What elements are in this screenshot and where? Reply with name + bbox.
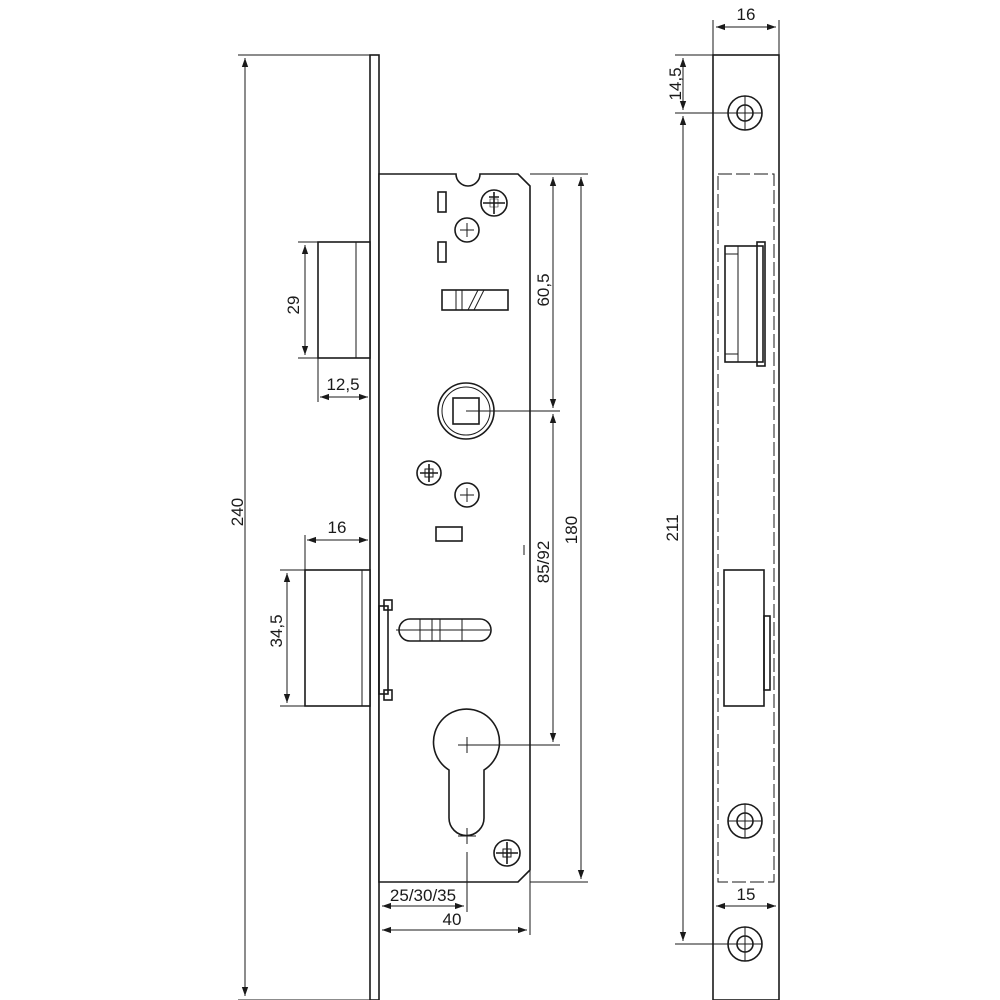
dim-bolt-height-label: 29 [284, 296, 303, 315]
front-view: 16 14,5 211 15 [663, 5, 780, 1000]
dim-case-depth: 40 [378, 870, 531, 935]
dim-screw-offset-top: 14,5 [666, 54, 728, 114]
latch-stem [378, 599, 492, 701]
side-faceplate [369, 54, 380, 1000]
dim-case-depth-label: 40 [443, 910, 462, 929]
dim-total-height-label: 240 [228, 498, 247, 526]
front-screw-top-icon [727, 95, 763, 131]
latch-bolt [304, 569, 371, 707]
dim-case-height-label: 180 [562, 516, 581, 544]
dim-screw-spacing-label: 211 [663, 514, 682, 541]
bolt-actuator [441, 289, 509, 311]
dim-center-distance-label: 85/92 [534, 541, 553, 584]
deadbolt [317, 241, 371, 359]
front-screw-middle-icon [727, 803, 763, 839]
dim-faceplate-inner-width-label: 15 [737, 885, 756, 904]
dim-bolt-projection: 12,5 [317, 358, 368, 402]
front-deadbolt-opening [724, 241, 766, 367]
case-pin-1-icon [454, 217, 480, 243]
dim-faceplate-inner-width: 15 [716, 885, 776, 910]
front-screw-bottom-icon [727, 926, 763, 962]
dim-backset: 25/30/35 [382, 852, 468, 912]
dim-latch-height: 34,5 [267, 569, 305, 707]
dim-bolt-height: 29 [284, 241, 318, 359]
dim-latch-height-label: 34,5 [267, 614, 286, 647]
case-slot-3 [435, 526, 463, 542]
dim-case-height: 180 [530, 173, 588, 883]
case-screw-top-icon [480, 189, 508, 217]
dim-latch-width-label: 16 [328, 518, 347, 537]
dim-follower-distance-label: 60,5 [534, 273, 553, 306]
dim-faceplate-width-label: 16 [737, 5, 756, 24]
case-screw-bottom-icon [493, 839, 521, 867]
dim-latch-width: 16 [304, 518, 368, 570]
dim-faceplate-width: 16 [712, 5, 780, 55]
case-screw-middle-icon [416, 460, 442, 486]
front-faceplate [712, 54, 780, 1000]
dim-screw-offset-top-label: 14,5 [666, 67, 685, 100]
front-case-outline [717, 173, 775, 883]
dim-total-height: 240 [228, 54, 370, 1000]
case-slot-1 [437, 191, 447, 213]
front-latch-opening [723, 569, 771, 707]
dim-follower-distance: 60,5 [466, 173, 560, 412]
dim-bolt-projection-label: 12,5 [326, 375, 359, 394]
lock-case [378, 173, 531, 883]
dim-center-distance: 85/92 [467, 414, 560, 746]
case-pin-2-icon [454, 482, 480, 508]
case-slot-2 [437, 241, 447, 263]
dim-backset-label: 25/30/35 [390, 886, 456, 905]
dim-screw-spacing: 211 [663, 116, 728, 945]
cylinder-profile [432, 708, 501, 837]
side-view: 240 29 12,5 16 34,5 [228, 54, 588, 1000]
